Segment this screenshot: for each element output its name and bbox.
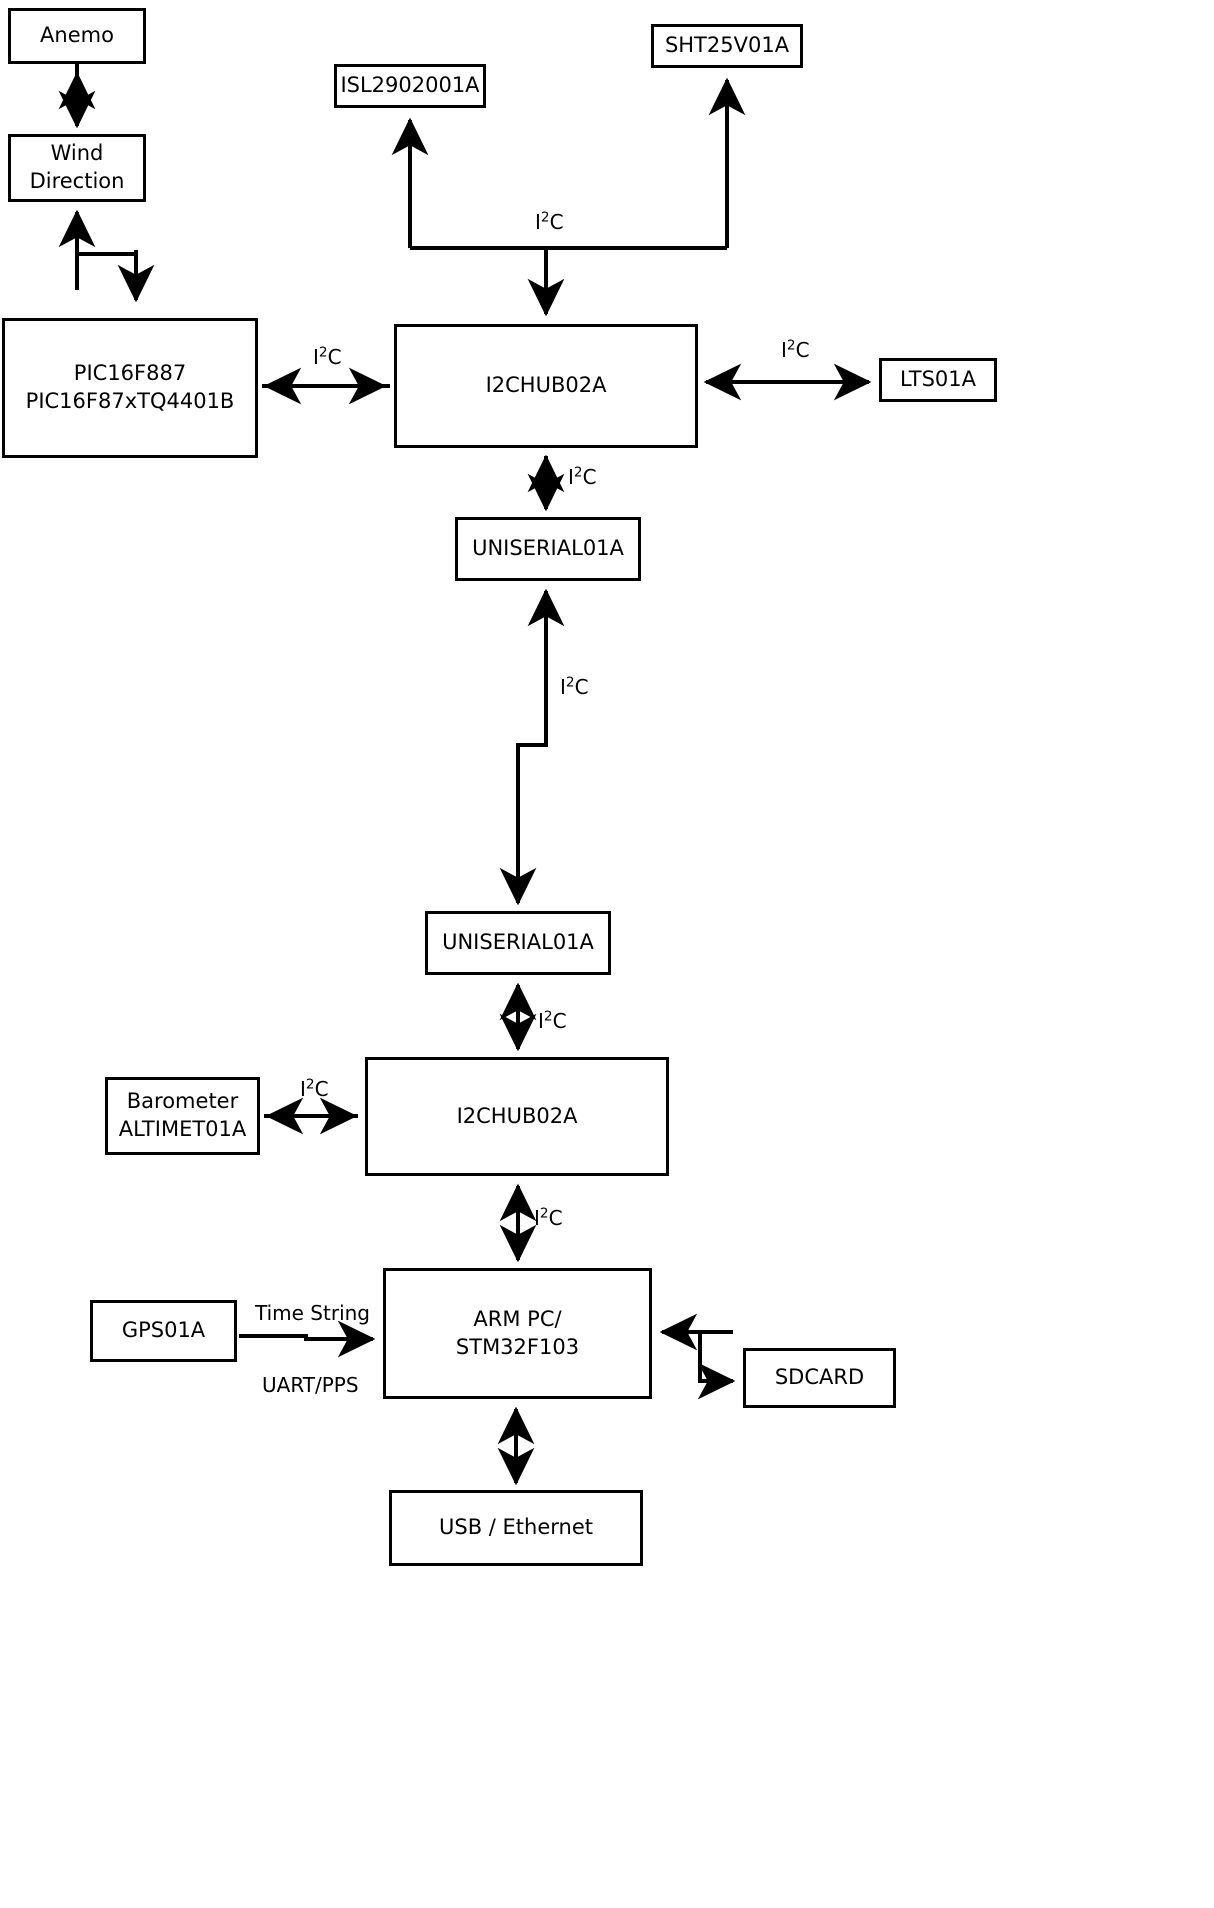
node-uniserial01a-lower-label: UNISERIAL01A — [442, 930, 594, 955]
edge-hub-top-lts — [703, 363, 872, 401]
edge-label-i2c-hub-uniserial1: I2C — [568, 464, 597, 489]
i2c-text-pre: I — [534, 1206, 540, 1230]
node-uniserial01a-upper[interactable]: UNISERIAL01A — [455, 517, 641, 581]
node-uniserial01a-lower[interactable]: UNISERIAL01A — [425, 911, 611, 975]
node-lts01a-label: LTS01A — [899, 367, 977, 392]
node-uniserial01a-upper-label: UNISERIAL01A — [472, 536, 624, 561]
edge-label-i2c-hub-arm: I2C — [534, 1205, 563, 1230]
node-pic16f887-label: PIC16F887 PIC16F87xTQ4401B — [25, 361, 235, 413]
i2c-text-post: C — [549, 210, 564, 234]
edge-label-i2c-uniserial2-hub: I2C — [538, 1008, 567, 1033]
i2c-text-sup: 2 — [565, 674, 575, 691]
i2c-text-post: C — [314, 1077, 329, 1101]
node-wind-direction-label: Wind Direction — [29, 141, 125, 193]
edge-label-uart-pps: UART/PPS — [262, 1375, 359, 1395]
i2c-text-sup: 2 — [543, 1008, 553, 1025]
i2c-text-pre: I — [300, 1077, 306, 1101]
node-arm-pc-stm32f103[interactable]: ARM PC/ STM32F103 — [383, 1268, 652, 1399]
node-sht25v01a[interactable]: SHT25V01A — [651, 24, 803, 68]
top-i2c-bus — [410, 246, 727, 317]
node-gps01a-label: GPS01A — [121, 1318, 206, 1343]
i2c-text-post: C — [582, 465, 597, 489]
i2c-text-sup: 2 — [539, 1205, 549, 1222]
edge-label-i2c-top-bus: I2C — [535, 209, 564, 234]
node-sdcard-label: SDCARD — [774, 1365, 865, 1390]
node-isl2902001a[interactable]: ISL2902001A — [334, 64, 486, 108]
i2c-text-sup: 2 — [786, 337, 796, 354]
node-anemo-label: Anemo — [40, 23, 114, 48]
i2c-text-pre: I — [313, 345, 319, 369]
i2c-text-pre: I — [560, 675, 566, 699]
node-lts01a[interactable]: LTS01A — [879, 358, 997, 402]
i2c-text-sup: 2 — [318, 344, 328, 361]
edge-gps-arm — [239, 1320, 376, 1358]
edge-label-i2c-uniserial1-uniserial2: I2C — [560, 674, 589, 699]
edge-uniserial1-uniserial2 — [499, 588, 565, 906]
node-wind-direction[interactable]: Wind Direction — [8, 134, 146, 202]
i2c-text-pre: I — [538, 1009, 544, 1033]
edge-label-i2c-barometer-hub: I2C — [300, 1076, 329, 1101]
i2c-text-sup: 2 — [540, 209, 550, 226]
node-pic16f887[interactable]: PIC16F887 PIC16F87xTQ4401B — [2, 318, 258, 458]
i2c-text-sup: 2 — [305, 1076, 315, 1093]
edge-label-i2c-hub-lts: I2C — [781, 337, 810, 362]
node-isl2902001a-label: ISL2902001A — [340, 73, 480, 98]
edge-pic-wind-direction — [58, 209, 155, 303]
i2c-text-sup: 2 — [573, 464, 583, 481]
node-gps01a[interactable]: GPS01A — [90, 1300, 237, 1362]
i2c-text-pre: I — [781, 338, 787, 362]
node-i2chub02a-top-label: I2CHUB02A — [485, 373, 607, 398]
node-barometer-altimet01a[interactable]: Barometer ALTIMET01A — [105, 1077, 260, 1155]
i2c-text-post: C — [552, 1009, 567, 1033]
i2c-text-pre: I — [568, 465, 574, 489]
edge-label-time-string: Time String — [255, 1303, 370, 1323]
i2c-text-post: C — [795, 338, 810, 362]
time-string-text: Time String — [255, 1301, 370, 1325]
edge-label-i2c-pic-hub: I2C — [313, 344, 342, 369]
node-barometer-altimet01a-label: Barometer ALTIMET01A — [118, 1089, 247, 1141]
i2c-text-post: C — [574, 675, 589, 699]
uart-pps-text: UART/PPS — [262, 1373, 359, 1397]
edge-arm-sdcard — [659, 1313, 736, 1400]
node-i2chub02a-bottom[interactable]: I2CHUB02A — [365, 1057, 669, 1176]
node-sdcard[interactable]: SDCARD — [743, 1348, 896, 1408]
i2c-text-post: C — [327, 345, 342, 369]
node-usb-ethernet-label: USB / Ethernet — [439, 1515, 593, 1540]
node-i2chub02a-bottom-label: I2CHUB02A — [456, 1103, 578, 1128]
node-anemo[interactable]: Anemo — [8, 8, 146, 64]
node-usb-ethernet[interactable]: USB / Ethernet — [389, 1490, 643, 1566]
i2c-text-post: C — [548, 1206, 563, 1230]
node-sht25v01a-label: SHT25V01A — [664, 33, 790, 58]
i2c-text-pre: I — [535, 210, 541, 234]
node-arm-pc-stm32f103-label: ARM PC/ STM32F103 — [455, 1306, 580, 1359]
node-i2chub02a-top[interactable]: I2CHUB02A — [394, 324, 698, 448]
